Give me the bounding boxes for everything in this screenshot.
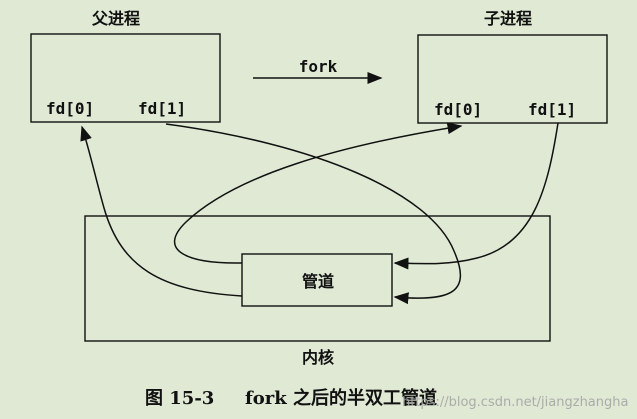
fork-label: fork	[299, 57, 338, 76]
pipe-to-parent-read-arrow	[80, 125, 243, 297]
child-process-box	[417, 34, 608, 124]
parent-fd0-label: fd[0]	[46, 99, 94, 118]
parent-process-label: 父进程	[91, 9, 140, 28]
kernel-label: 内核	[302, 348, 334, 367]
child-fd1-label: fd[1]	[528, 100, 576, 119]
child-process-label: 子进程	[484, 9, 532, 28]
pipe-to-child-read-arrow	[173, 122, 463, 264]
figure-caption: fork 之后的半双工管道	[245, 387, 437, 409]
pipe-label: 管道	[302, 272, 334, 291]
child-write-to-pipe-arrow	[393, 122, 559, 270]
parent-process-box	[30, 33, 221, 123]
figure-number: 图 15-3	[145, 388, 214, 409]
parent-write-to-pipe-arrow	[165, 123, 462, 305]
kernel-box	[84, 215, 551, 342]
child-fd0-label: fd[0]	[434, 100, 482, 119]
parent-fd1-label: fd[1]	[138, 99, 186, 118]
pipe-box	[241, 253, 393, 307]
watermark-text: https://blog.csdn.net/jiangzhangha	[402, 395, 628, 410]
